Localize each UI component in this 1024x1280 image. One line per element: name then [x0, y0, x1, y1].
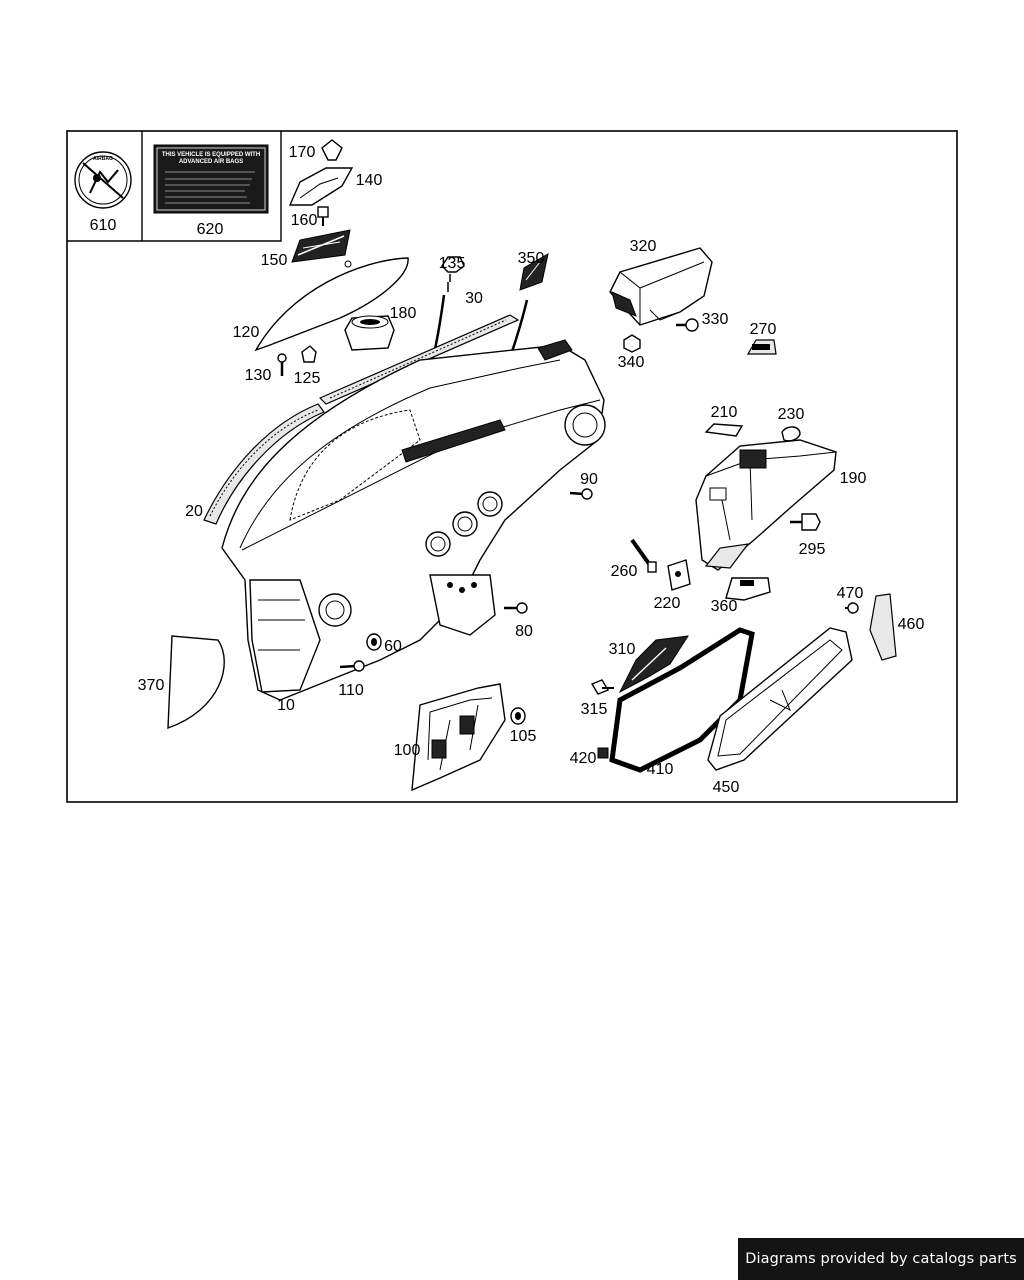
part-screw-110 — [339, 660, 365, 672]
credit-banner: Diagrams provided by catalogs parts — [738, 1238, 1024, 1280]
airbag-pictogram-text: AIRBAG — [93, 156, 113, 162]
callout-370: 370 — [138, 677, 165, 694]
callout-130: 130 — [245, 367, 272, 384]
airbag-pictogram: AIRBAG — [74, 151, 132, 209]
part-bracket-150 — [291, 229, 351, 263]
part-screw-90 — [569, 488, 593, 500]
callout-140: 140 — [356, 172, 383, 189]
callout-10: 10 — [277, 697, 295, 714]
part-defroster-20 — [203, 403, 325, 525]
part-hinge-310 — [618, 635, 689, 694]
part-clip-470 — [845, 602, 859, 614]
callout-260: 260 — [611, 563, 638, 580]
callout-340: 340 — [618, 354, 645, 371]
part-dashboard-10 — [221, 339, 606, 701]
part-airbag-module-320 — [609, 247, 713, 326]
part-end-cap-370 — [167, 635, 225, 729]
part-clip-270 — [746, 339, 777, 355]
callout-30: 30 — [465, 290, 483, 307]
callout-110: 110 — [338, 682, 364, 699]
callout-270: 270 — [750, 321, 777, 338]
callout-315: 315 — [581, 701, 608, 718]
callout-450: 450 — [713, 779, 740, 796]
part-lock-220 — [667, 559, 691, 591]
callout-170: 170 — [289, 144, 316, 161]
callout-160: 160 — [291, 212, 318, 229]
part-nut-340 — [623, 334, 641, 353]
part-glovebox-housing-190 — [695, 439, 837, 571]
callout-20: 20 — [185, 503, 203, 520]
callout-120: 120 — [233, 324, 260, 341]
part-fastener-130 — [277, 353, 287, 376]
callout-100: 100 — [394, 742, 421, 759]
callout-350: 350 — [518, 250, 545, 267]
part-handle-360 — [725, 577, 771, 601]
part-screw-295 — [790, 513, 821, 531]
part-latch-460 — [869, 593, 897, 661]
part-screw-330 — [676, 318, 699, 332]
part-screw-80 — [504, 602, 528, 614]
callout-310: 310 — [609, 641, 636, 658]
part-grommet-60 — [366, 633, 382, 651]
part-inner-frame-410 — [609, 627, 755, 773]
part-grommet-105 — [510, 707, 526, 725]
callout-460: 460 — [898, 616, 925, 633]
callout-90: 90 — [580, 471, 598, 488]
credit-text: Diagrams provided by catalogs parts — [745, 1251, 1017, 1267]
callout-190: 190 — [840, 470, 867, 487]
part-panel-120 — [254, 257, 409, 352]
callout-105: 105 — [510, 728, 537, 745]
part-glovebox-door-450 — [707, 627, 853, 771]
warning-label-heading-2: ADVANCED AIR BAGS — [179, 159, 243, 165]
part-bracket-100 — [411, 683, 506, 792]
callout-320: 320 — [630, 238, 657, 255]
callout-80: 80 — [515, 623, 533, 640]
callout-220: 220 — [654, 595, 681, 612]
callout-360: 360 — [711, 598, 738, 615]
airbag-warning-label: THIS VEHICLE IS EQUIPPED WITH ADVANCED A… — [153, 144, 269, 214]
part-clip-230 — [781, 426, 801, 442]
callout-60: 60 — [384, 638, 402, 655]
callout-330: 330 — [702, 311, 729, 328]
part-bolt-315 — [590, 679, 614, 695]
callout-610: 610 — [90, 217, 117, 234]
callout-420: 420 — [570, 750, 597, 767]
warning-label-heading-1: THIS VEHICLE IS EQUIPPED WITH — [162, 152, 260, 158]
callout-470: 470 — [837, 585, 864, 602]
callout-620: 620 — [197, 221, 224, 238]
callout-295: 295 — [799, 541, 826, 558]
part-cover-140 — [288, 139, 354, 226]
callout-135: 135 — [439, 255, 466, 272]
callout-180: 180 — [390, 305, 417, 322]
part-strip-30 — [318, 314, 520, 405]
callout-150: 150 — [261, 252, 288, 269]
part-plate-210 — [704, 423, 744, 437]
callout-410: 410 — [647, 761, 674, 778]
diagram-border — [66, 130, 958, 803]
part-rod-260 — [630, 538, 657, 573]
label-inset-frame — [67, 131, 282, 242]
callout-125: 125 — [294, 370, 321, 387]
callout-230: 230 — [778, 406, 805, 423]
callout-210: 210 — [711, 404, 738, 421]
part-clip-125 — [301, 345, 317, 363]
part-clip-420 — [597, 747, 609, 759]
part-vent-180 — [344, 315, 395, 351]
